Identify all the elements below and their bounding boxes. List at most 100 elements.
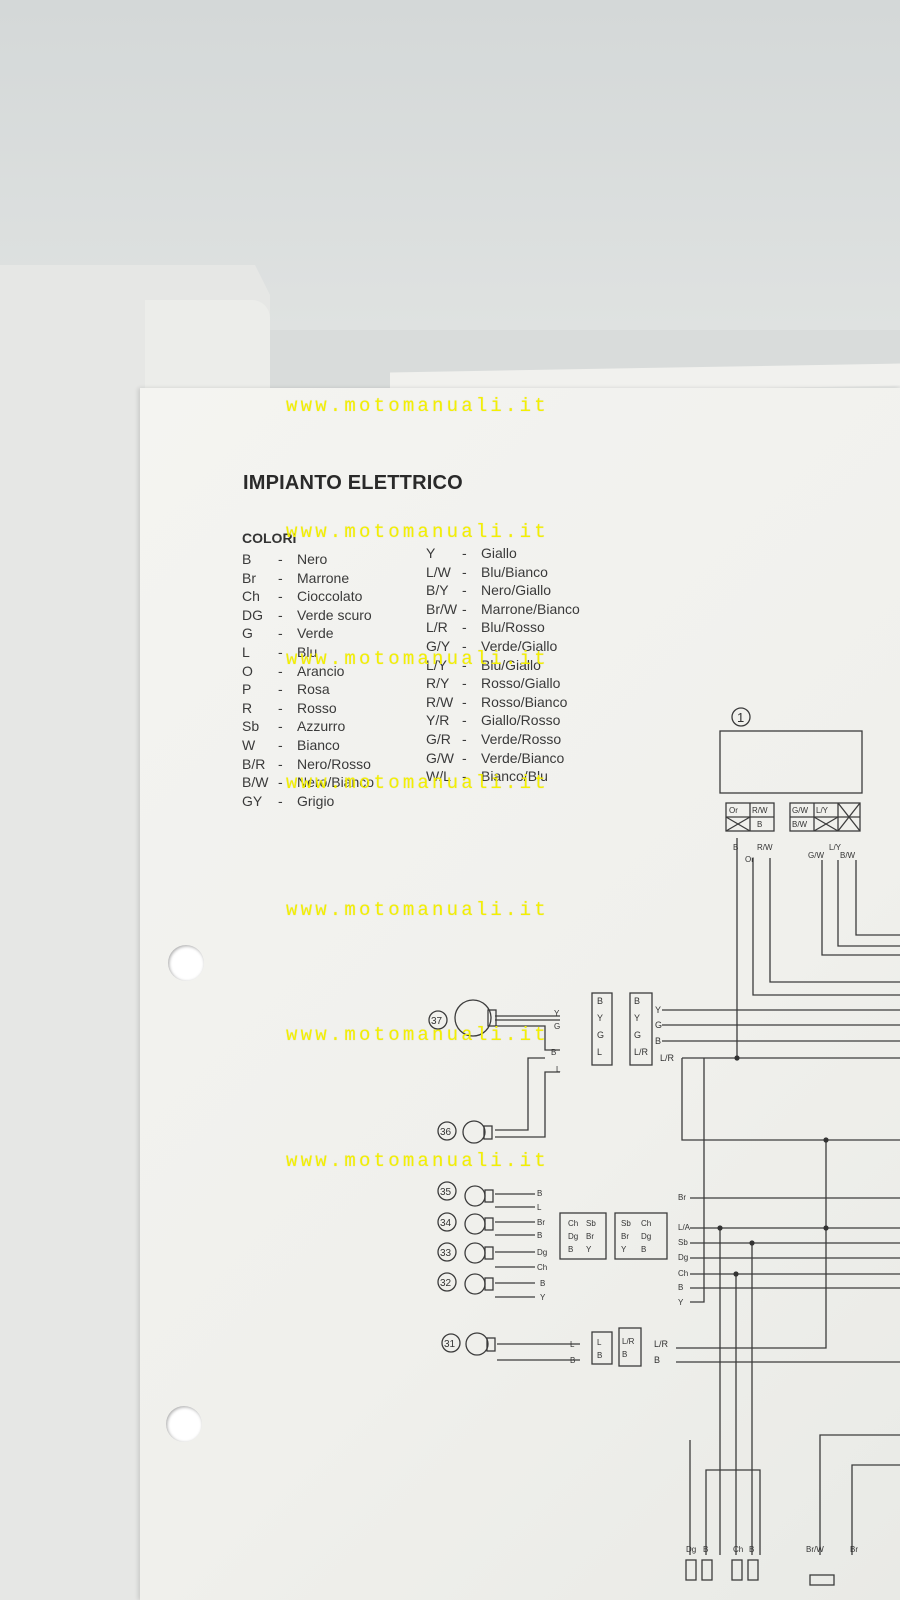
pin-label: G	[597, 1030, 604, 1040]
wire-label: B/W	[840, 851, 856, 860]
connector	[591, 1331, 613, 1365]
wire-label: B	[570, 1356, 575, 1365]
wire-label: B	[537, 1231, 542, 1240]
wire-label: Or	[745, 855, 754, 864]
lamp-icon	[465, 1332, 489, 1356]
color-code: GY	[242, 792, 263, 809]
color-name: Nero/Bianco	[297, 774, 375, 791]
punch-hole	[168, 945, 204, 981]
wire-label: B	[654, 1355, 660, 1365]
color-name: Cioccolato	[297, 588, 363, 605]
legend-dash: -	[462, 693, 467, 710]
wire-label: R/W	[757, 843, 773, 852]
color-code: W/L	[426, 768, 451, 785]
pin-label: B/W	[792, 820, 808, 829]
color-code: L/Y	[426, 656, 448, 673]
wire-label: B	[655, 1036, 661, 1046]
color-code: R	[242, 699, 253, 716]
wire-label: Ch	[733, 1545, 743, 1554]
color-name: Verde scuro	[297, 606, 372, 623]
connector	[629, 992, 653, 1066]
color-name: Verde/Rosso	[481, 730, 562, 747]
wire-label: Y	[554, 1009, 560, 1018]
color-name: Nero/Giallo	[481, 582, 552, 599]
legend-dash: -	[278, 681, 283, 698]
lamp-number: 31	[444, 1339, 456, 1350]
color-code: P	[242, 681, 252, 698]
wire-label: Br/W	[806, 1545, 824, 1554]
color-name: Blu/Giallo	[481, 656, 541, 673]
pin-label: L/R	[634, 1047, 649, 1057]
wire-label: L	[556, 1065, 561, 1074]
wire-label: G/W	[808, 851, 824, 860]
color-name: Bianco/Blu	[481, 768, 548, 785]
pin-label: Dg	[641, 1232, 651, 1241]
color-name: Rosso	[297, 699, 337, 716]
component-number: 1	[737, 710, 744, 725]
pin-label: B	[622, 1350, 627, 1359]
pin-label: G/W	[792, 806, 808, 815]
pin-label: R/W	[752, 806, 768, 815]
color-name: Verde/Bianco	[481, 749, 565, 766]
color-name: Rosso/Bianco	[481, 693, 568, 710]
lamp-number: 37	[431, 1016, 443, 1027]
lamp-number: 32	[440, 1278, 452, 1289]
pin-label: B	[641, 1245, 646, 1254]
wire-label: B	[703, 1545, 708, 1554]
color-name: Bianco	[297, 736, 340, 753]
legend-dash: -	[278, 643, 283, 660]
color-code: Sb	[242, 718, 260, 735]
color-code: Br/W	[426, 600, 458, 617]
pin-label: B	[597, 1351, 602, 1360]
pin-label: Y	[586, 1245, 592, 1254]
color-name: Grigio	[297, 792, 335, 809]
lamp-icon	[462, 1120, 486, 1144]
pin-label: B	[634, 996, 640, 1006]
legend-dash: -	[462, 730, 467, 747]
watermark: www.motomanuali.it	[286, 772, 549, 794]
legend-dash: -	[278, 662, 283, 679]
legend-dash: -	[278, 774, 283, 791]
pin-label: Br	[586, 1232, 594, 1241]
color-name: Verde/Giallo	[481, 637, 558, 654]
color-code: W	[242, 736, 256, 753]
color-name: Blu/Bianco	[481, 563, 548, 580]
wire-label: Y	[678, 1298, 684, 1307]
color-code: R/W	[426, 693, 454, 710]
legend-dash: -	[462, 675, 467, 692]
wire-label: Br	[850, 1545, 858, 1554]
page-title: IMPIANTO ELETTRICO	[243, 472, 463, 494]
wire-label: Dg	[686, 1545, 696, 1554]
legend-dash: -	[462, 712, 467, 729]
color-name: Nero	[297, 551, 328, 567]
wire-label: L/A	[678, 1223, 691, 1232]
legend-dash: -	[278, 551, 283, 567]
color-name: Blu	[297, 643, 318, 660]
connector	[618, 1327, 642, 1367]
lamp-number: 33	[440, 1248, 452, 1259]
component-box	[719, 730, 863, 794]
legend-dash: -	[462, 582, 467, 599]
pin-label: Or	[729, 806, 738, 815]
pin-label: B	[597, 996, 603, 1006]
color-code: G/Y	[426, 637, 451, 654]
wire-label: Br	[537, 1218, 545, 1227]
punch-hole	[166, 1406, 202, 1442]
legend-dash: -	[462, 656, 467, 673]
lamp-number: 36	[440, 1127, 452, 1138]
wire-label: L	[570, 1340, 575, 1349]
wire-label: Sb	[678, 1238, 688, 1247]
color-name: Arancio	[297, 662, 345, 679]
color-code: Y/R	[426, 712, 450, 729]
wire-label: Dg	[537, 1248, 547, 1257]
pin-label: Ch	[568, 1219, 578, 1228]
legend-dash: -	[278, 755, 283, 772]
color-code: B/R	[242, 755, 266, 772]
color-code: G	[242, 625, 253, 642]
pin-label: Dg	[568, 1232, 578, 1241]
legend-dash: -	[278, 718, 283, 735]
wire-label: Dg	[678, 1253, 688, 1262]
color-code: O	[242, 662, 253, 679]
legend-dash: -	[462, 600, 467, 617]
